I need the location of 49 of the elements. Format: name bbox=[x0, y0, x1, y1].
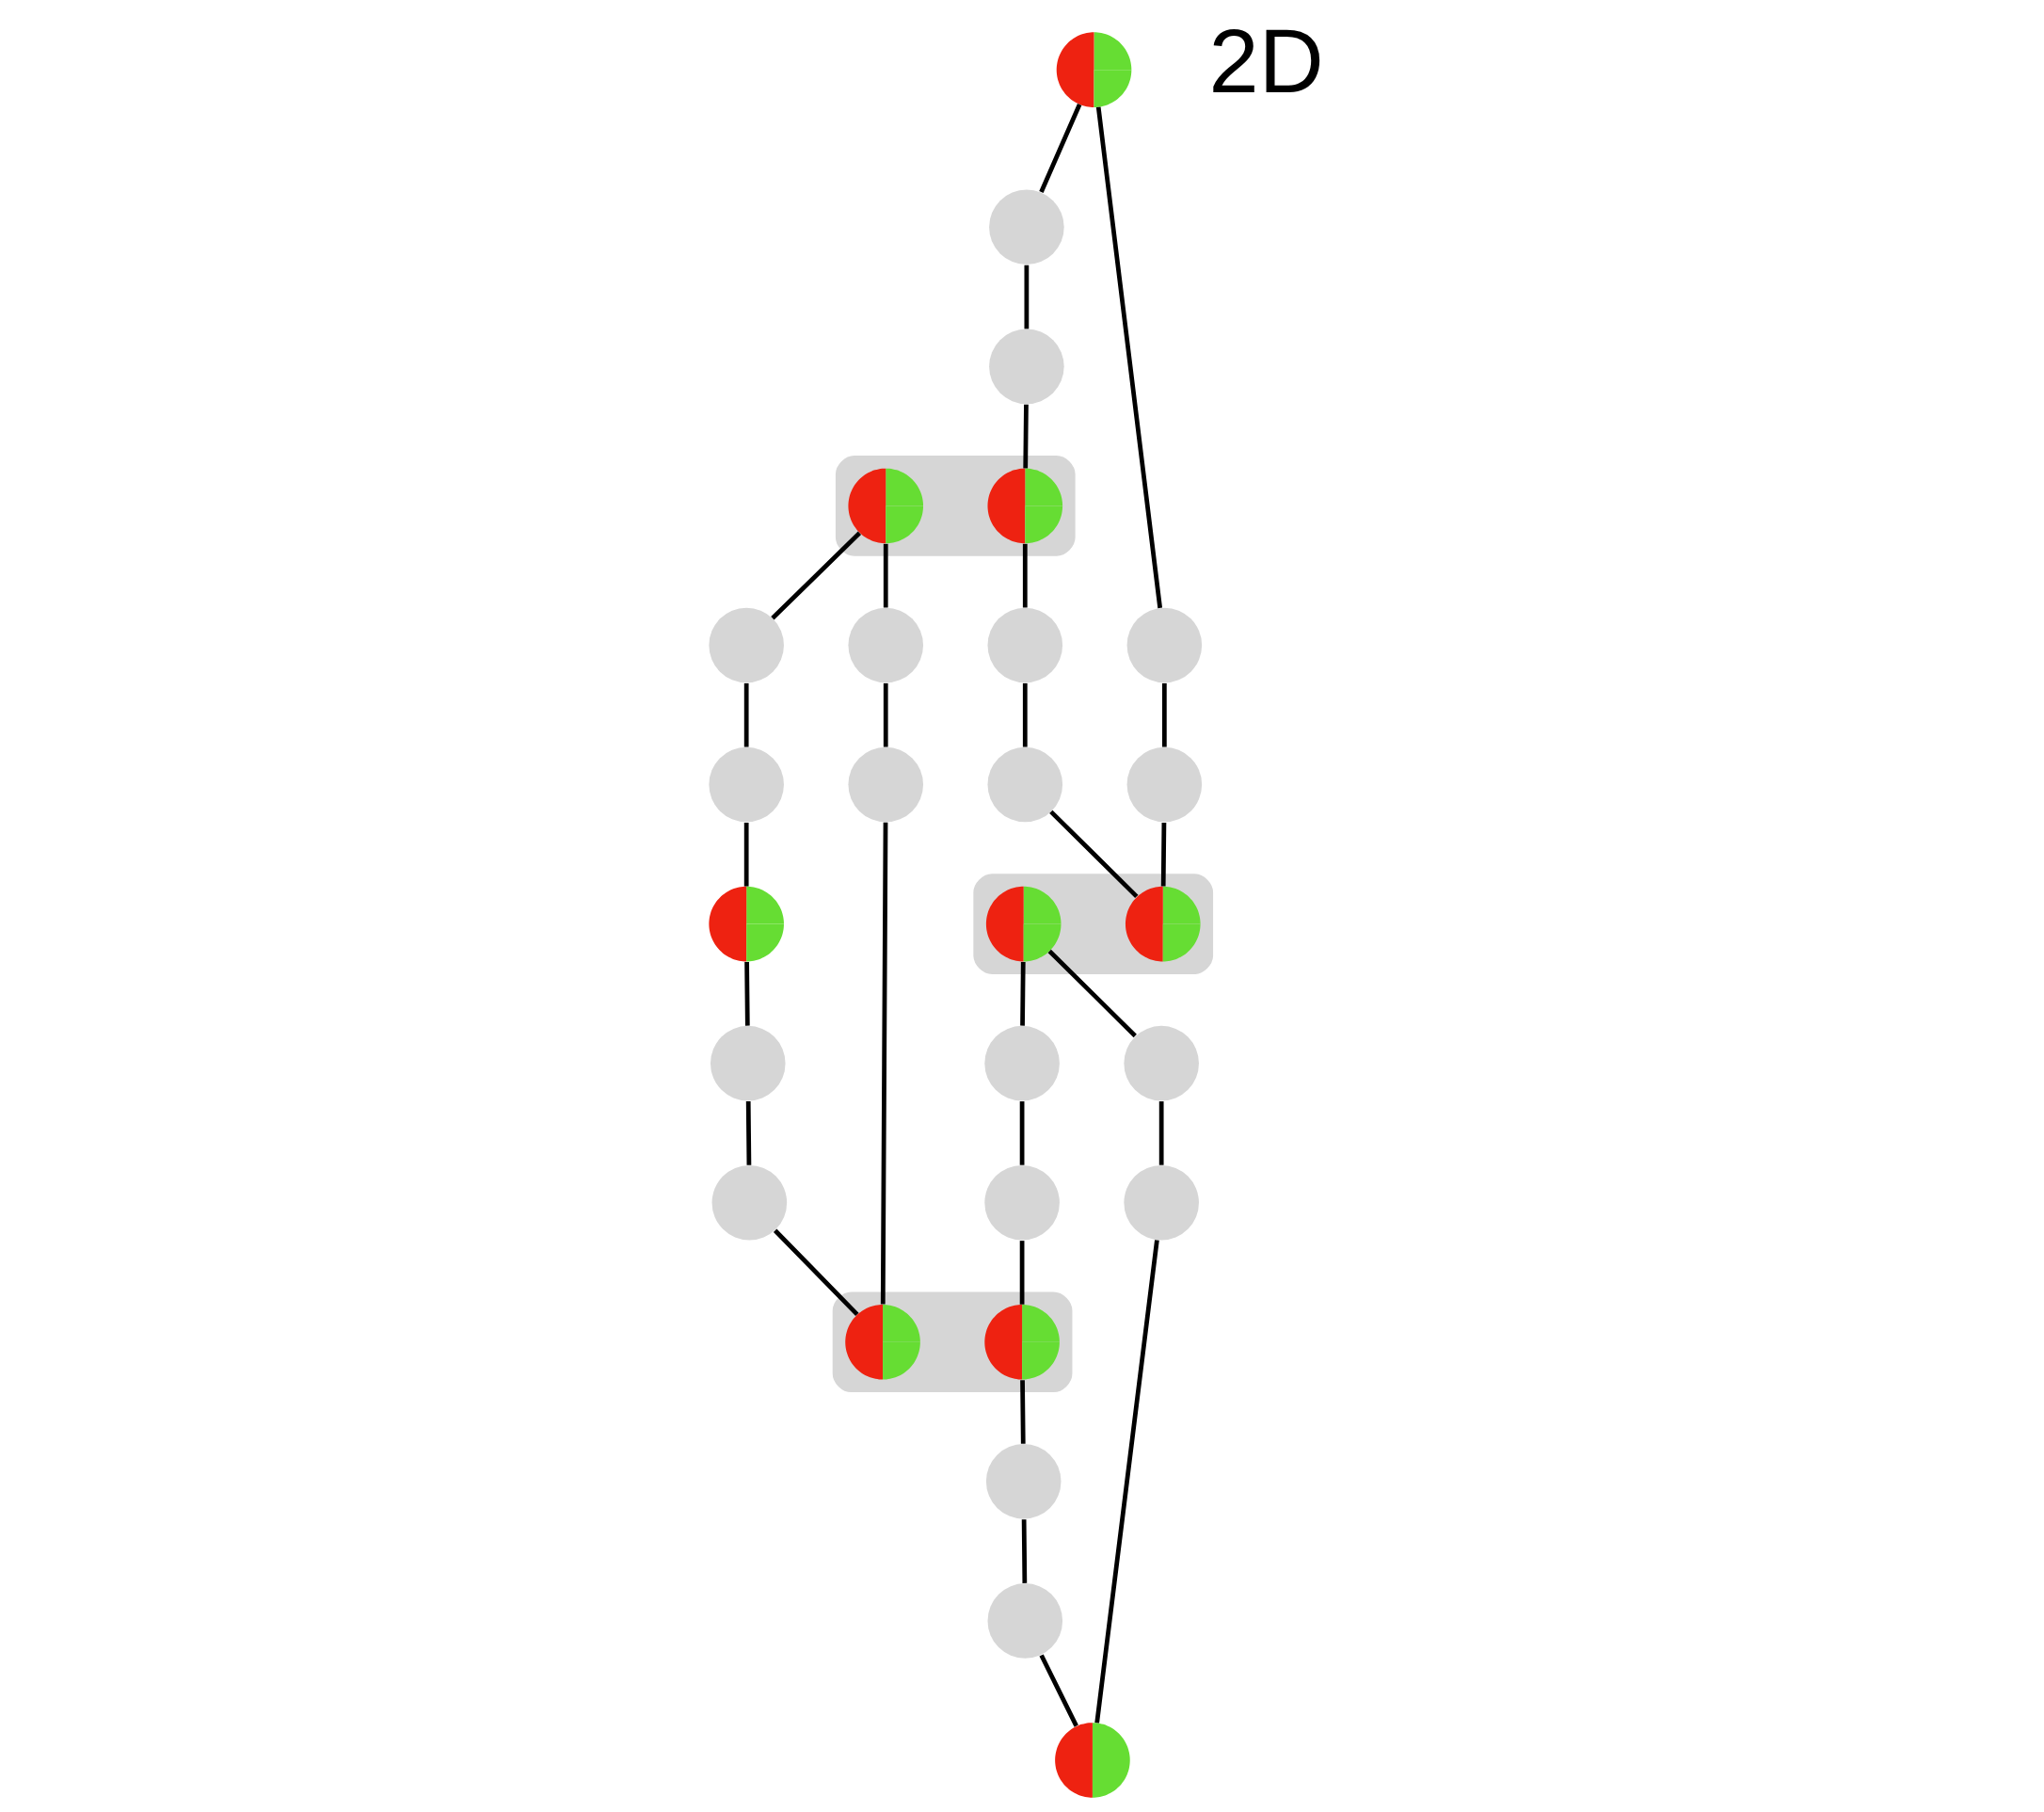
node-circle bbox=[987, 746, 1062, 823]
connector bbox=[1161, 682, 1167, 747]
connector bbox=[1158, 1101, 1164, 1165]
connector bbox=[1038, 103, 1081, 193]
node-circle bbox=[985, 1444, 1061, 1519]
node-circle bbox=[1126, 607, 1202, 683]
connector bbox=[1160, 822, 1166, 887]
connector bbox=[1095, 106, 1162, 609]
node-circle bbox=[1123, 1025, 1199, 1101]
connector bbox=[1022, 682, 1028, 747]
node-circle bbox=[710, 1025, 786, 1101]
node-circle bbox=[711, 1164, 787, 1241]
connector bbox=[745, 1101, 751, 1165]
connector bbox=[773, 1228, 858, 1316]
node-circle bbox=[987, 1583, 1062, 1659]
connector bbox=[1022, 404, 1029, 469]
connector bbox=[1019, 1241, 1024, 1305]
connector bbox=[1047, 949, 1137, 1038]
cluster bbox=[835, 456, 1076, 556]
connector bbox=[1038, 1654, 1078, 1727]
connector bbox=[1094, 1240, 1159, 1724]
connector bbox=[743, 962, 750, 1026]
node-circle bbox=[1126, 746, 1202, 823]
connector bbox=[1021, 1519, 1027, 1583]
label: 2D bbox=[1208, 11, 1324, 112]
node-circle bbox=[983, 1025, 1060, 1101]
connector bbox=[883, 682, 888, 747]
node-circle bbox=[988, 189, 1064, 265]
connector bbox=[1022, 543, 1028, 608]
connector bbox=[883, 543, 888, 608]
node-circle bbox=[988, 329, 1064, 405]
connector bbox=[880, 822, 887, 1305]
connector bbox=[1048, 810, 1138, 899]
cluster bbox=[972, 874, 1213, 974]
cluster bbox=[832, 1291, 1072, 1393]
node-circle bbox=[708, 607, 784, 683]
connector bbox=[1019, 962, 1026, 1026]
connector bbox=[770, 531, 861, 620]
node-circle bbox=[983, 1164, 1060, 1241]
connector bbox=[743, 682, 749, 747]
connector bbox=[743, 822, 749, 887]
node-circle bbox=[708, 746, 784, 823]
connector bbox=[1019, 1380, 1026, 1444]
node-circle bbox=[1123, 1164, 1199, 1241]
node-circle bbox=[847, 607, 923, 683]
node-circle bbox=[847, 746, 923, 823]
connector bbox=[1019, 1101, 1024, 1165]
node-circle bbox=[987, 607, 1062, 683]
connector bbox=[1024, 265, 1029, 329]
